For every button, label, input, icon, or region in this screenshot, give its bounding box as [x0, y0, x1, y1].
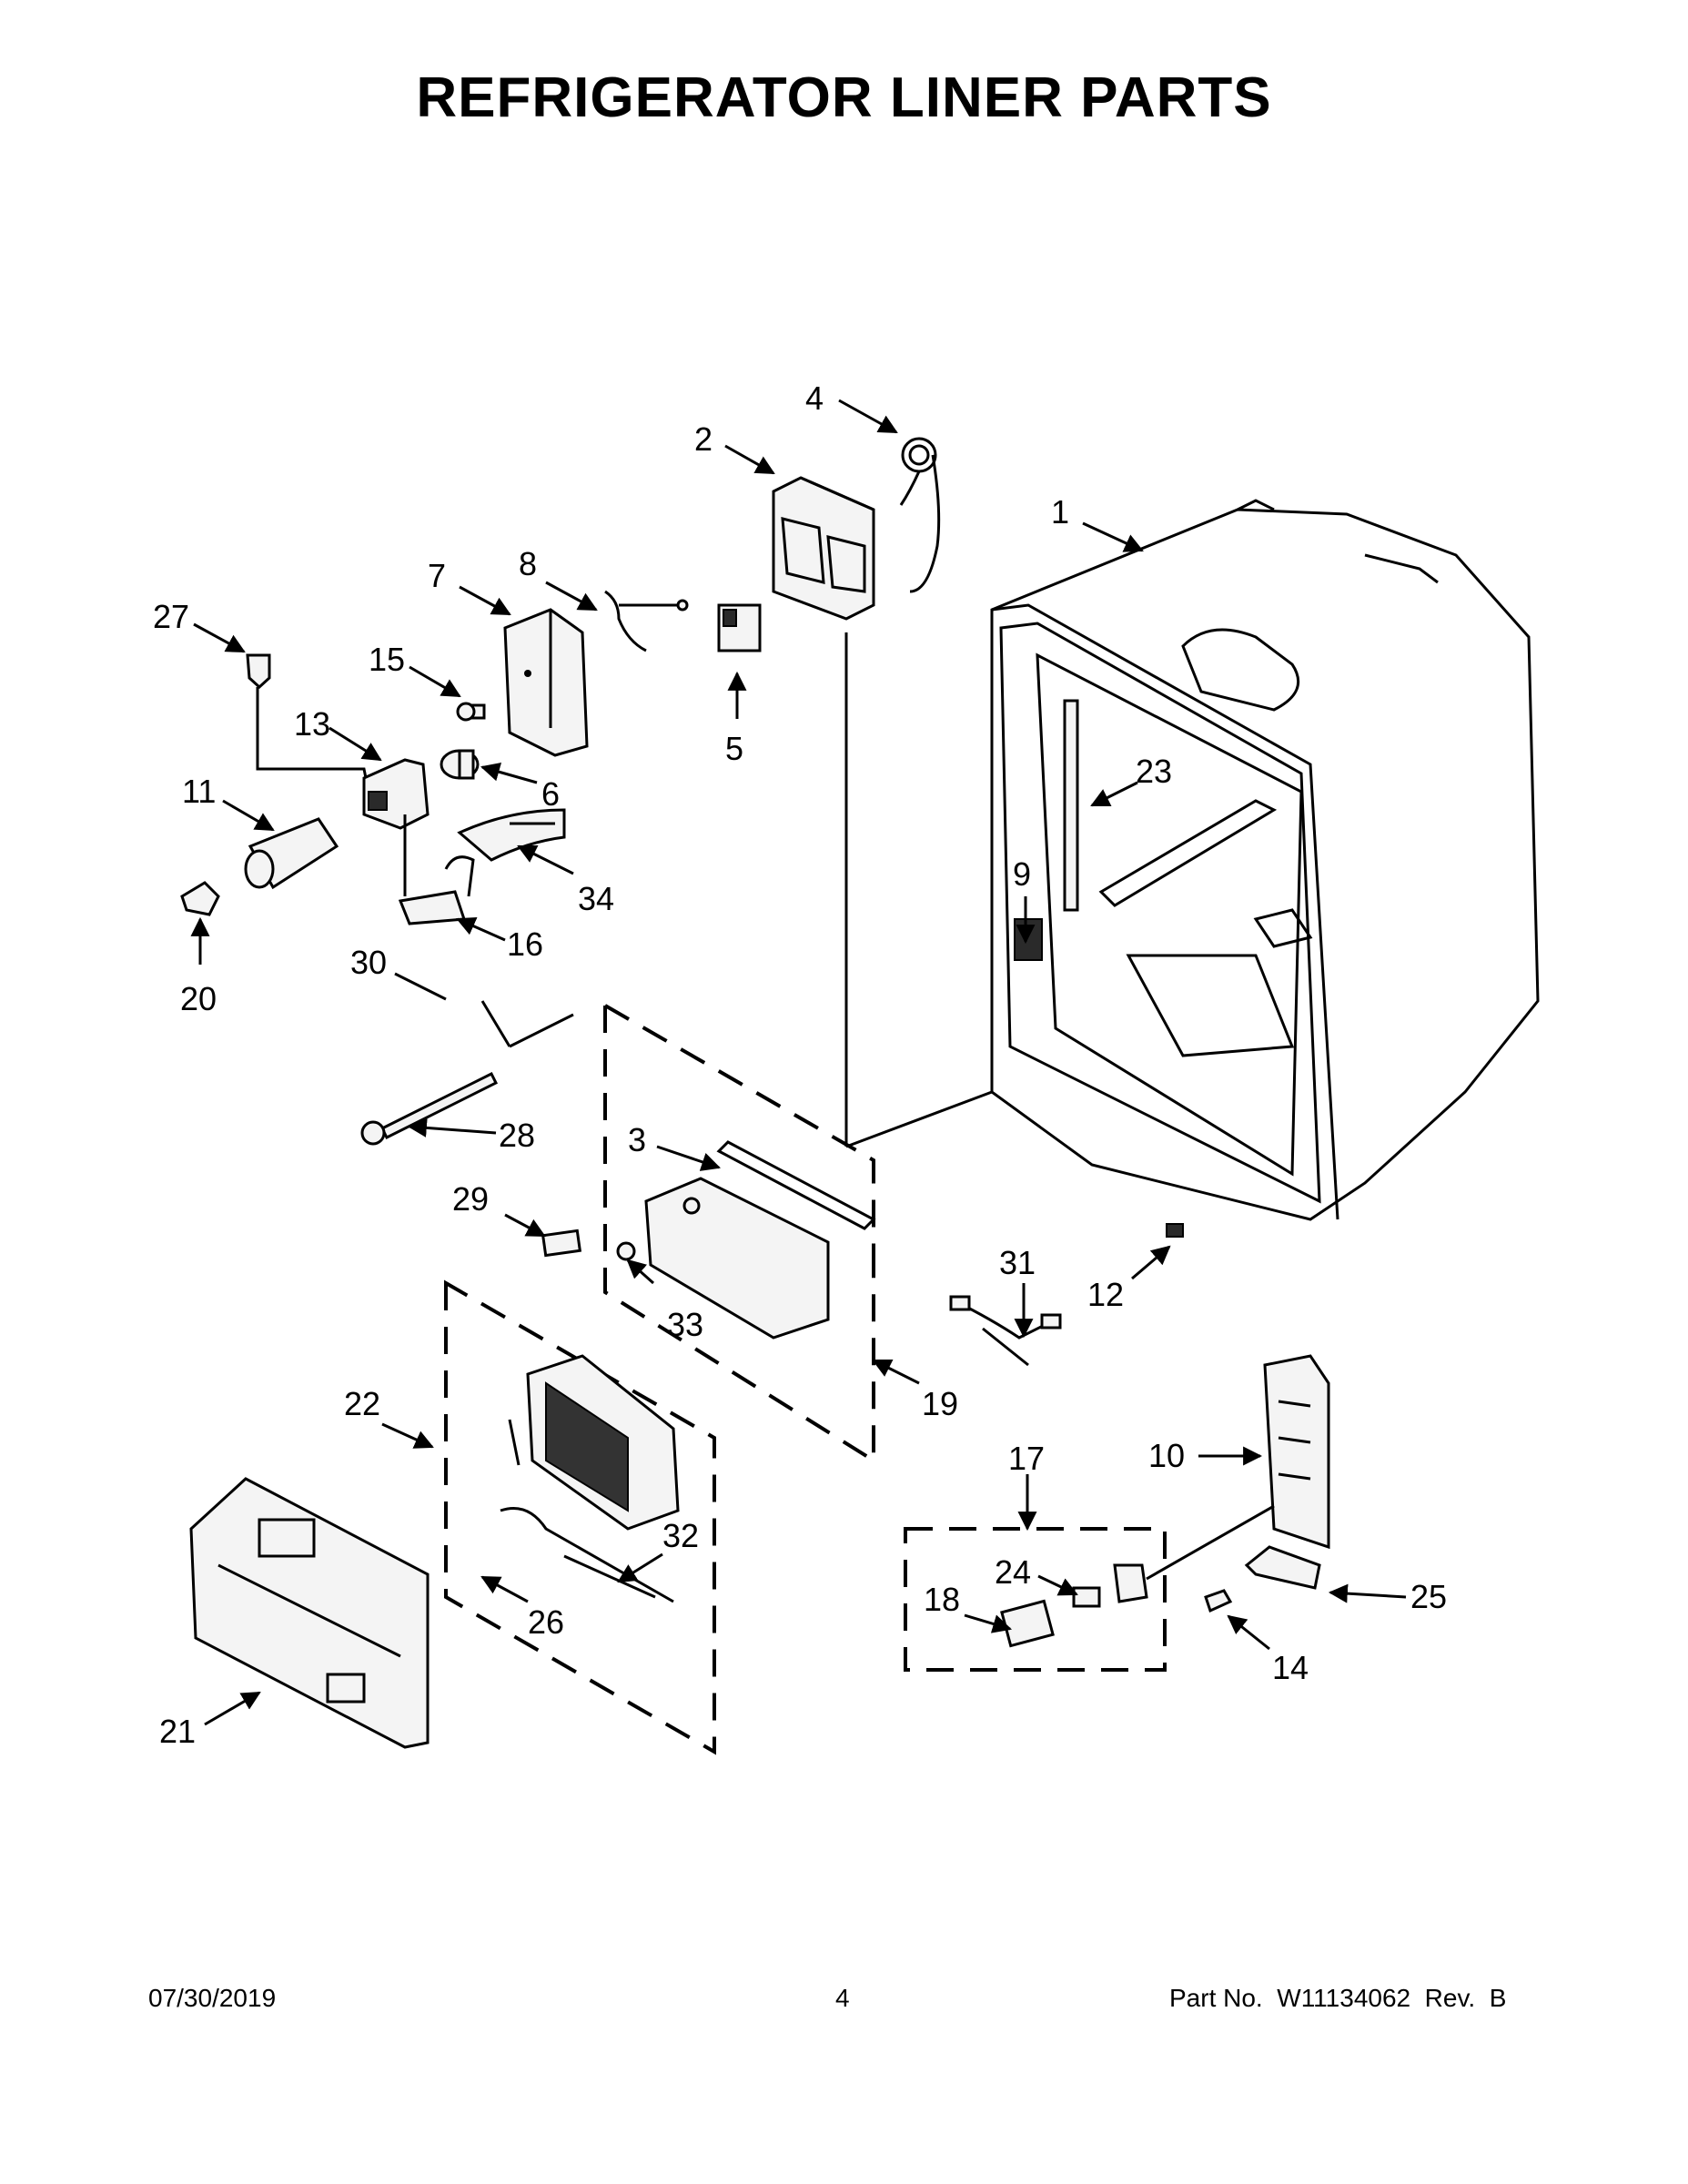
part-6-motor	[440, 749, 480, 780]
part-16-bracket	[398, 855, 475, 925]
callout-5: 5	[725, 730, 743, 767]
part-34-duct	[457, 808, 566, 862]
callout-17: 17	[1008, 1440, 1045, 1477]
part-13-fan-housing	[362, 758, 430, 830]
part-28-sensor	[360, 1000, 574, 1146]
part-18-cover	[1000, 1599, 1055, 1648]
part-2-control-housing	[772, 476, 875, 621]
page-title: REFRIGERATOR LINER PARTS	[416, 66, 1272, 129]
part-25-bracket	[1244, 1545, 1321, 1590]
callout-27: 27	[153, 598, 189, 635]
callout-30: 30	[350, 944, 387, 981]
callout-12: 12	[1087, 1276, 1124, 1313]
callout-31: 31	[999, 1244, 1036, 1281]
callout-3: 3	[628, 1121, 646, 1158]
part-24-pad	[1072, 1586, 1101, 1608]
callout-16: 16	[507, 925, 543, 963]
part-27-screw	[246, 653, 271, 690]
callout-8: 8	[519, 545, 537, 582]
callout-21: 21	[159, 1713, 196, 1750]
callout-34: 34	[578, 880, 614, 917]
callout-9: 9	[1013, 855, 1031, 893]
footer-date: 07/30/2019	[148, 1984, 277, 2012]
callout-33: 33	[667, 1306, 703, 1343]
part-3-tray	[644, 1140, 876, 1340]
part-1-liner	[990, 499, 1540, 1221]
part-17-module	[1113, 1563, 1148, 1603]
callout-labels: 1 2 3 4 5 6 7 8 9 10 11 12 13 14 15 16 1…	[153, 379, 1447, 1750]
part-15-screw	[456, 702, 486, 722]
callout-6: 6	[541, 775, 560, 813]
callout-22: 22	[344, 1385, 380, 1422]
callout-10: 10	[1148, 1437, 1185, 1474]
callout-11: 11	[182, 773, 216, 810]
part-5-valve	[717, 603, 762, 652]
callout-13: 13	[294, 705, 330, 743]
part-22-assembly-outline	[444, 1279, 716, 1755]
callout-18: 18	[924, 1581, 960, 1618]
callout-32: 32	[662, 1517, 699, 1554]
part-8-harness	[604, 590, 689, 652]
part-11-cylinder	[244, 817, 339, 890]
part-22-evaporator	[500, 1354, 680, 1603]
callout-20: 20	[180, 980, 217, 1017]
part-4-wire-coil	[899, 437, 941, 593]
callout-23: 23	[1136, 753, 1172, 790]
callout-7: 7	[428, 557, 446, 594]
part-33-clip	[616, 1241, 636, 1261]
callout-2: 2	[694, 420, 713, 458]
callout-26: 26	[528, 1603, 564, 1641]
part-20-knob	[180, 881, 220, 916]
part-12-clip	[1166, 1223, 1184, 1238]
part-21-panel	[189, 1477, 430, 1749]
footer-page-number: 4	[835, 1984, 850, 2012]
footer-part-number: Part No. W11134062 Rev. B	[1169, 1984, 1507, 2012]
part-31-harness	[949, 1295, 1062, 1367]
part-17-assembly-outline	[904, 1527, 1167, 1672]
part-29-block	[541, 1228, 582, 1258]
part-7-cover	[503, 608, 589, 757]
callout-29: 29	[452, 1180, 489, 1218]
callout-25: 25	[1410, 1578, 1447, 1615]
callout-28: 28	[499, 1117, 535, 1154]
callout-4: 4	[805, 379, 824, 417]
callout-15: 15	[369, 641, 405, 678]
callout-leader-lines	[190, 399, 1407, 1726]
part-14-screw	[1204, 1589, 1233, 1613]
callout-1: 1	[1051, 493, 1069, 531]
part-10-panel	[1263, 1354, 1330, 1550]
callout-24: 24	[995, 1553, 1031, 1591]
callout-14: 14	[1272, 1649, 1309, 1686]
part-19-assembly-outline	[603, 1006, 875, 1464]
callout-19: 19	[922, 1385, 958, 1422]
